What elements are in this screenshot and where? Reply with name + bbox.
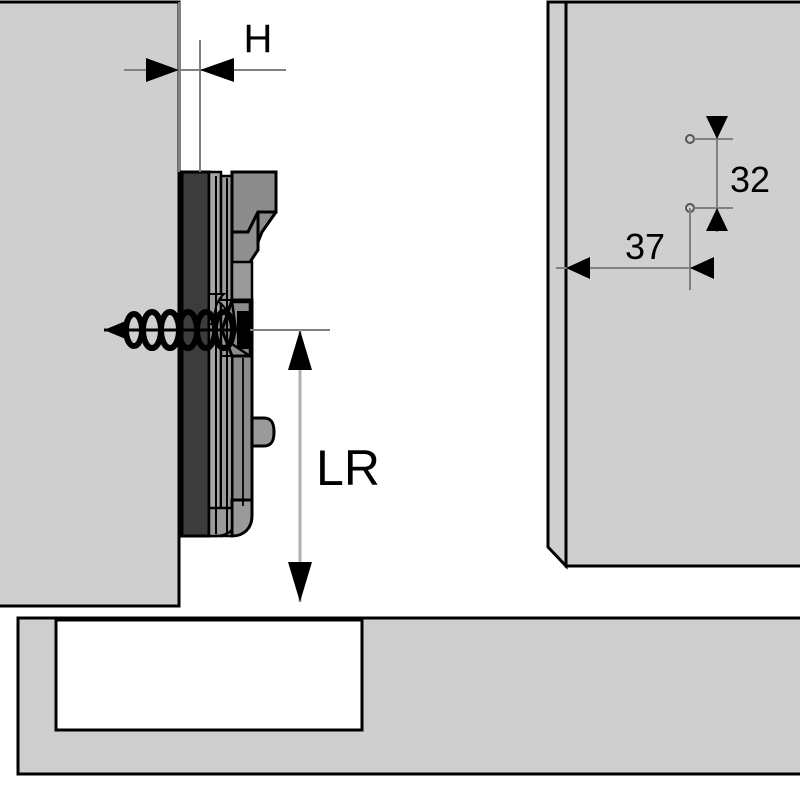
- dimension-LR: LR: [250, 329, 380, 602]
- mounting-plate-bottom-foot: [230, 498, 254, 538]
- door-panel-body: [564, 0, 800, 568]
- door-panel: [546, 0, 800, 570]
- dim-37-arrow-right: [690, 257, 714, 279]
- mounting-screw: [104, 309, 251, 351]
- cabinet-side-panel: [0, 0, 181, 608]
- dim-H-arrow-right: [200, 58, 234, 82]
- cabinet-bottom-panel: [16, 616, 800, 776]
- mounting-plate-clip-lug: [250, 416, 276, 448]
- screw-tip: [104, 320, 128, 340]
- dim-H-arrow-left: [146, 58, 179, 82]
- system-hole-upper-icon: [685, 134, 695, 144]
- screw-thread: [123, 309, 236, 351]
- mounting-plate-lower-body: [230, 354, 254, 512]
- dim-LR-label: LR: [316, 440, 380, 496]
- dim-H-label: H: [244, 17, 273, 61]
- bottom-panel-recess: [54, 618, 364, 732]
- dim-LR-arrow-top: [288, 330, 312, 370]
- system-hole-markers: [685, 134, 733, 290]
- screw-head: [237, 311, 251, 349]
- dim-37-arrow-left: [566, 257, 590, 279]
- mounting-plate-backing-flange: [180, 170, 211, 538]
- dim-LR-arrow-bottom: [288, 562, 312, 602]
- dim-37-label: 37: [625, 226, 665, 267]
- dim-32-arrow-bottom: [706, 208, 728, 231]
- dimension-H: H: [124, 2, 286, 172]
- dimension-37: 37: [556, 226, 714, 279]
- mounting-plate-tail-step: [207, 506, 234, 538]
- dimension-32: 32: [706, 116, 770, 232]
- dim-32-arrow-top: [706, 116, 728, 139]
- dim-32-label: 32: [730, 159, 770, 200]
- door-panel-edge-band: [546, 0, 568, 570]
